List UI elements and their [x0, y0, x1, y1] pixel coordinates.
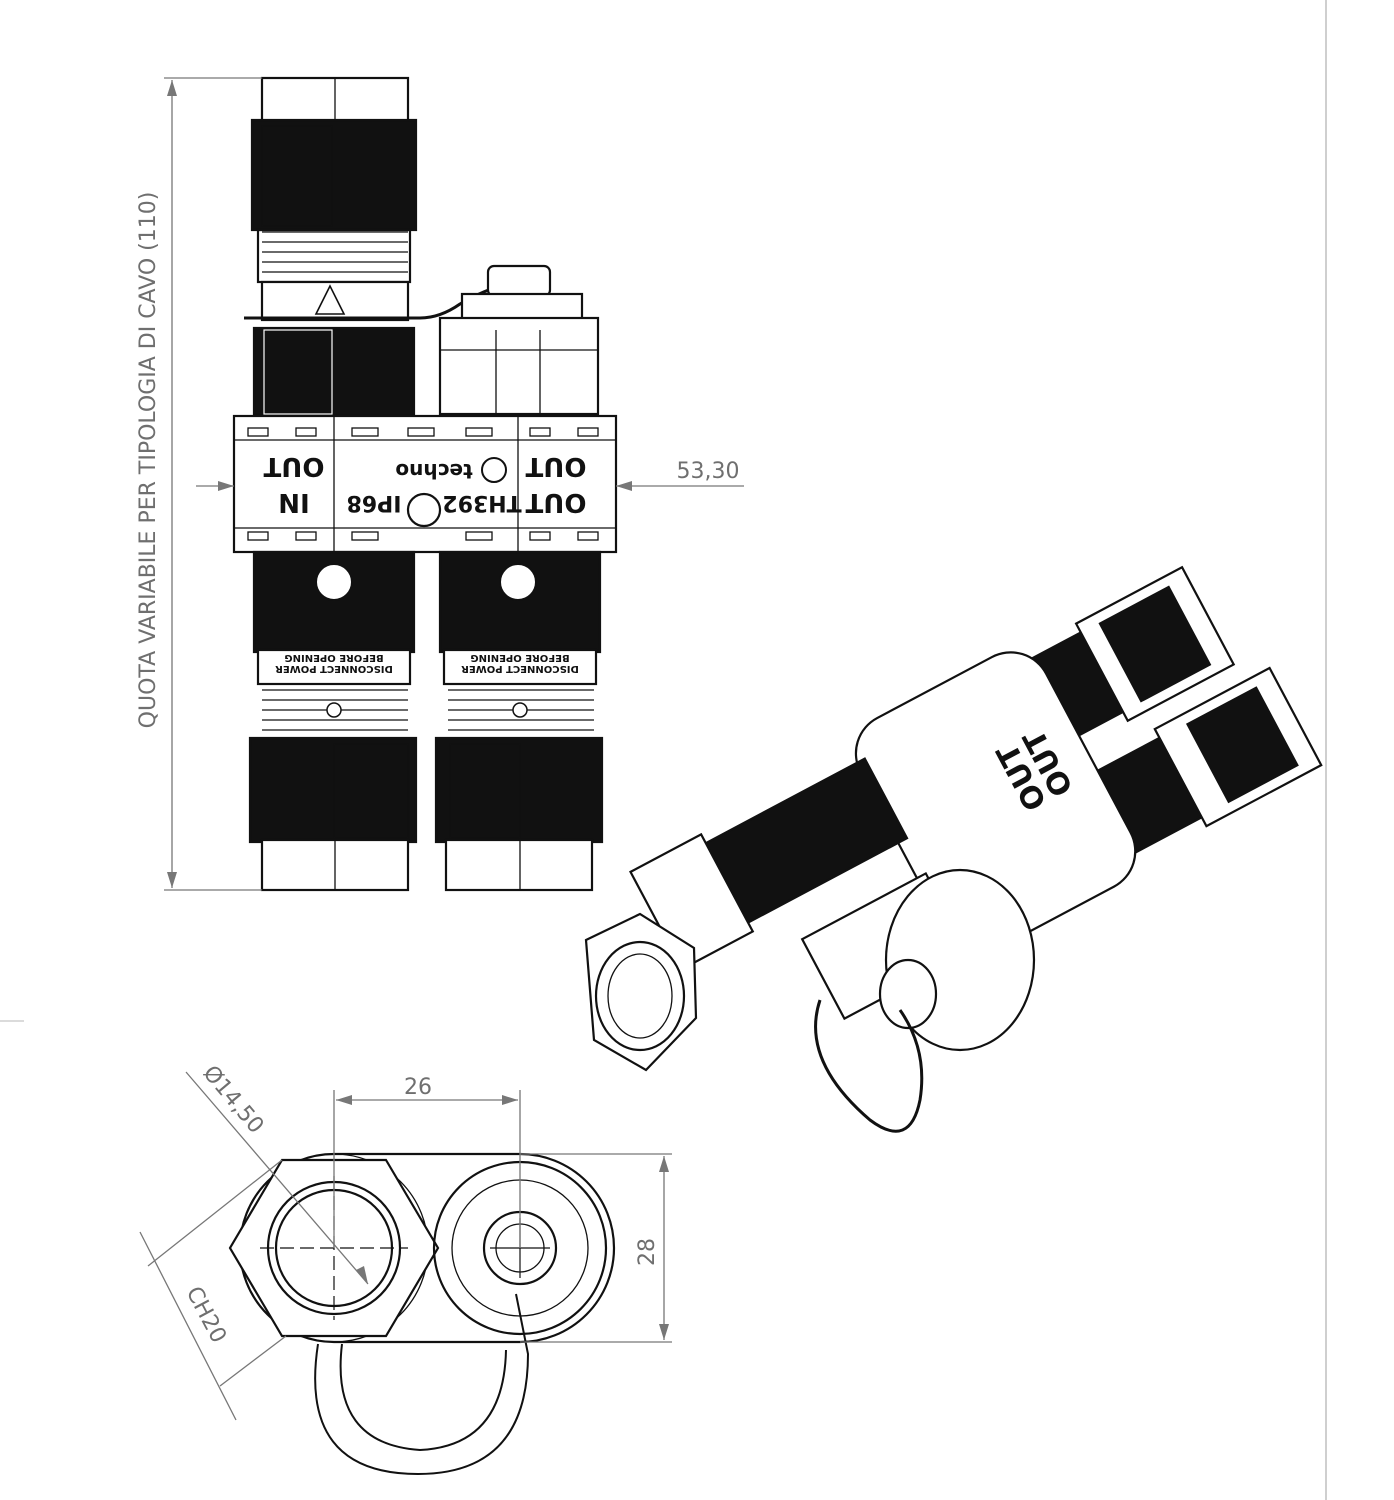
isometric-view: OUT OUT — [584, 565, 1323, 1133]
unlock-icon — [315, 563, 353, 601]
width-dimension-label: 53,30 — [677, 459, 740, 484]
marking-out-left: OUT — [263, 451, 324, 481]
top-gland — [250, 76, 418, 418]
marking-out-right-bottom: OUT — [525, 487, 586, 517]
height-end-dimension-label: 28 — [635, 1238, 660, 1266]
warning-line1-left: DISCONNECT POWER — [275, 663, 393, 674]
marking-out-right-top: OUT — [525, 451, 586, 481]
iso-cap-strap — [814, 999, 924, 1133]
marking-in-left: IN — [278, 487, 309, 517]
top-cap — [438, 264, 600, 416]
front-view: OUT IN OUT OUT techno TH392 IP68 DISCONN… — [136, 76, 744, 892]
spacing-dimension-label: 26 — [404, 1075, 432, 1100]
iso-cap-knob — [878, 958, 938, 1030]
central-body: OUT IN OUT OUT techno TH392 IP68 — [232, 414, 618, 554]
unlock-icon-right — [499, 563, 537, 601]
width-dimension: 53,30 — [196, 459, 744, 491]
height-end-dimension: 28 — [520, 1153, 672, 1343]
warning-line1-right: DISCONNECT POWER — [461, 663, 579, 674]
iso-gland-opening — [594, 940, 686, 1052]
spacing-dimension: 26 — [333, 1075, 521, 1248]
marking-brand: techno — [395, 459, 472, 483]
end-view: 26 28 Ø14,50 CH20 — [139, 1061, 672, 1476]
marking-model: TH392 — [442, 490, 521, 515]
end-view-strap — [314, 1293, 530, 1476]
brand-logo-icon — [481, 457, 507, 483]
bottom-right-leg: DISCONNECT POWER BEFORE OPENING — [434, 550, 604, 892]
hex-dimension-label: CH20 — [181, 1283, 231, 1348]
height-dimension-label: QUOTA VARIABILE PER TIPOLOGIA DI CAVO (1… — [136, 192, 161, 729]
bottom-left-leg: DISCONNECT POWER BEFORE OPENING — [248, 550, 418, 892]
marking-rating: IP68 — [347, 490, 402, 515]
height-dimension: QUOTA VARIABILE PER TIPOLOGIA DI CAVO (1… — [136, 77, 262, 891]
warning-line2-right: BEFORE OPENING — [470, 652, 569, 663]
warning-line2-left: BEFORE OPENING — [284, 652, 383, 663]
